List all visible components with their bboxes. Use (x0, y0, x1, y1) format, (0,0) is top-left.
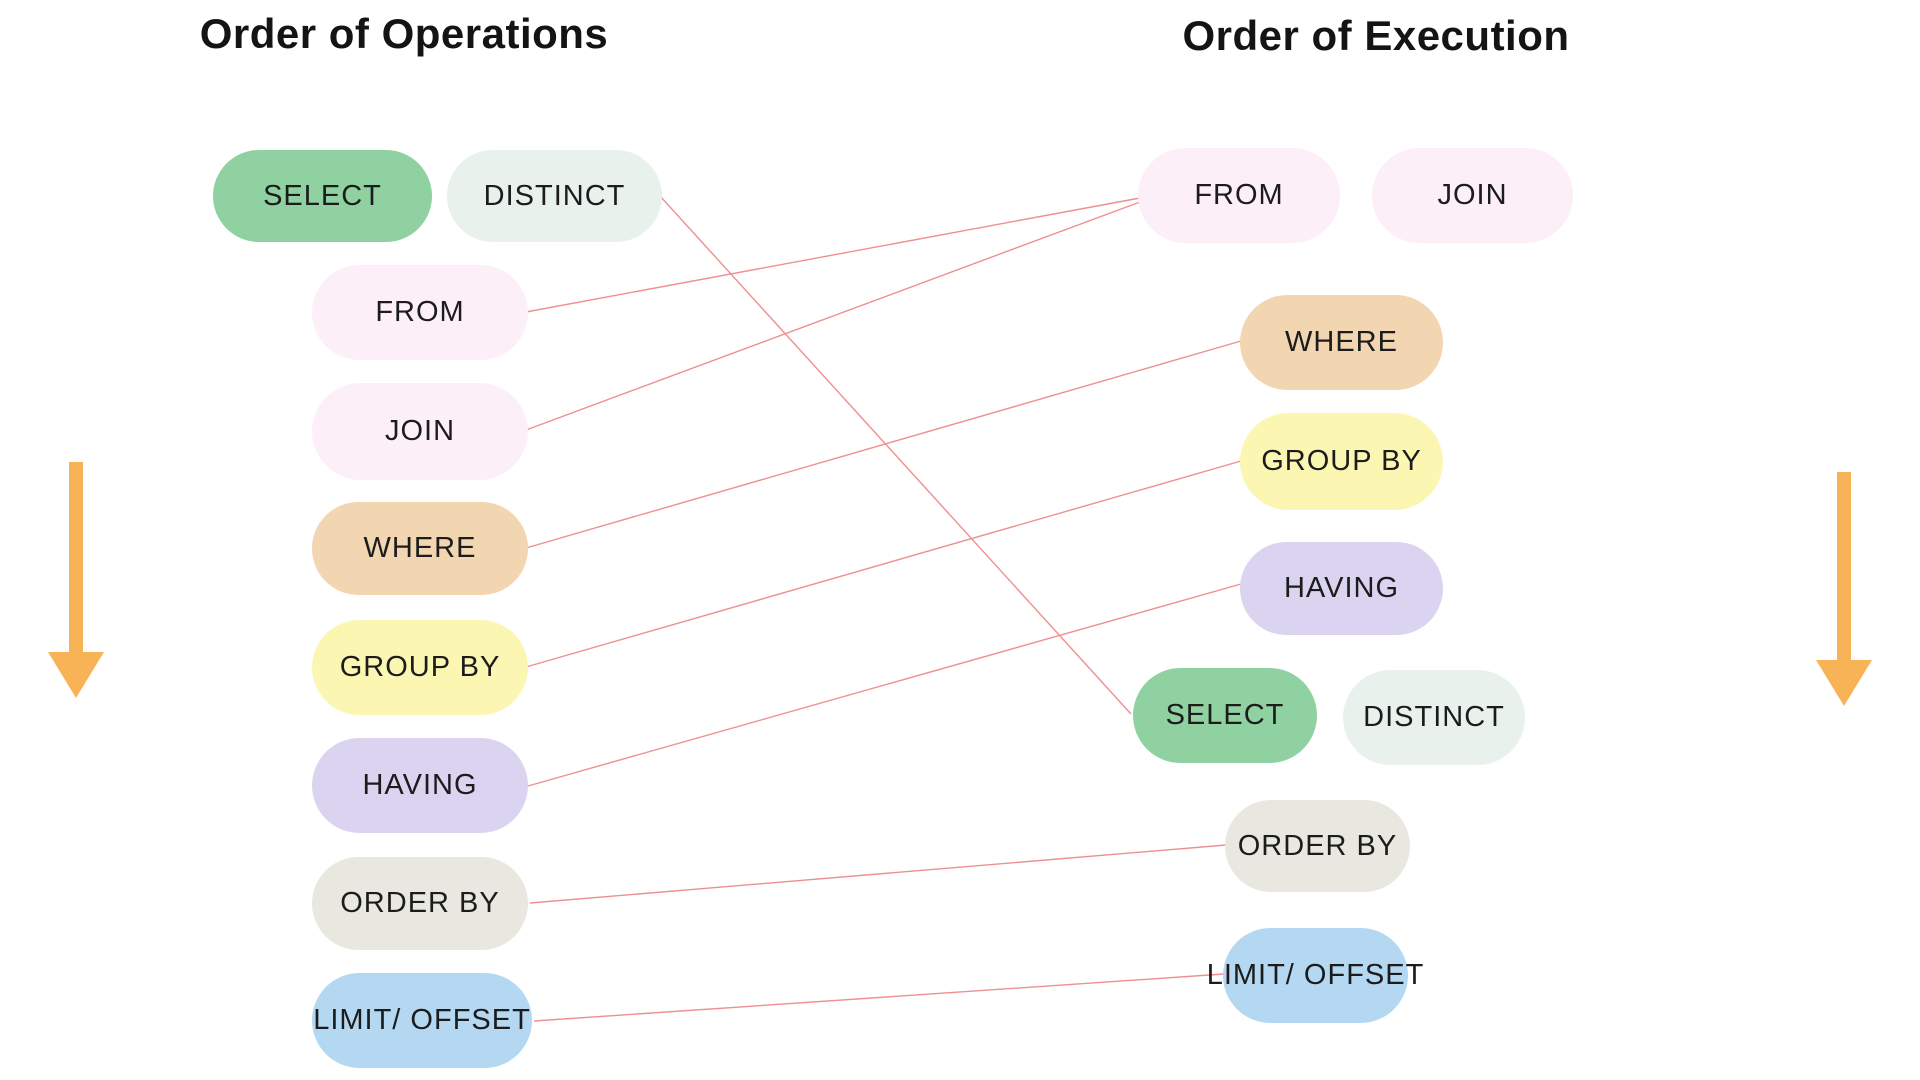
pill-execution-limit-offset-label: LIMIT/ OFFSET (1206, 959, 1425, 991)
title-order-of-operations: Order of Operations (199, 10, 609, 57)
pill-execution-join: JOIN (1372, 148, 1573, 243)
pill-operations-select: SELECT (213, 150, 432, 242)
title-order-of-execution: Order of Execution (1182, 12, 1570, 59)
connector-having-to-having (527, 583, 1242, 787)
connector-groupby-to-groupby (525, 460, 1242, 668)
pill-operations-orderby-label: ORDER BY (340, 887, 500, 919)
pill-execution-having: HAVING (1240, 542, 1443, 635)
pill-execution-orderby: ORDER BY (1225, 800, 1410, 892)
pill-operations-limit-offset-label: LIMIT/ OFFSET (313, 1004, 531, 1036)
pill-execution-distinct-label: DISTINCT (1363, 701, 1505, 733)
down-arrow-right-shaft (1837, 472, 1851, 662)
pill-operations-groupby-label: GROUP BY (339, 651, 501, 683)
pill-execution-where-label: WHERE (1285, 326, 1398, 358)
pill-operations-join-label: JOIN (384, 415, 456, 447)
pill-execution-select: SELECT (1133, 668, 1317, 763)
pill-operations-from-label: FROM (375, 296, 465, 328)
pill-execution-having-label: HAVING (1283, 572, 1400, 604)
pill-execution-orderby-label: ORDER BY (1237, 829, 1398, 862)
pill-operations-having-label: HAVING (362, 769, 478, 801)
pill-execution-groupby-label: GROUP BY (1261, 445, 1422, 477)
down-arrow-right (1816, 472, 1873, 706)
pill-operations-orderby: ORDER BY (312, 857, 528, 950)
pill-operations-select-label: SELECT (263, 179, 382, 212)
pill-execution-limit-offset: LIMIT/ OFFSET (1207, 928, 1423, 1023)
pill-execution-distinct: DISTINCT (1343, 670, 1525, 765)
pill-operations-where: WHERE (312, 502, 528, 595)
connector-limit-to-limit (533, 973, 1225, 1022)
pill-execution-groupby: GROUP BY (1240, 413, 1443, 510)
pill-execution-from-label: FROM (1194, 179, 1284, 211)
pill-operations-join: JOIN (312, 383, 528, 480)
pill-execution-select-label: SELECT (1165, 699, 1285, 731)
pill-operations-limit-offset: LIMIT/ OFFSET (312, 973, 532, 1068)
pill-execution-where: WHERE (1240, 295, 1443, 390)
connector-where-to-where (525, 340, 1242, 549)
connector-distinct-to-select (659, 195, 1132, 715)
down-arrow-right-head (1816, 660, 1872, 706)
down-arrow-left (48, 462, 104, 698)
pill-operations-distinct-label: DISTINCT (483, 179, 626, 212)
pill-operations-groupby: GROUP BY (312, 620, 528, 715)
connector-orderby-to-orderby (529, 844, 1227, 904)
pill-operations-where-label: WHERE (363, 532, 477, 564)
pill-execution-from: FROM (1138, 148, 1340, 243)
down-arrow-left-head (48, 652, 104, 698)
down-arrow-left-shaft (69, 462, 83, 654)
pill-operations-having: HAVING (312, 738, 528, 833)
pill-operations-from: FROM (312, 265, 528, 360)
pill-execution-join-label: JOIN (1437, 179, 1508, 211)
pill-operations-distinct: DISTINCT (447, 150, 662, 242)
